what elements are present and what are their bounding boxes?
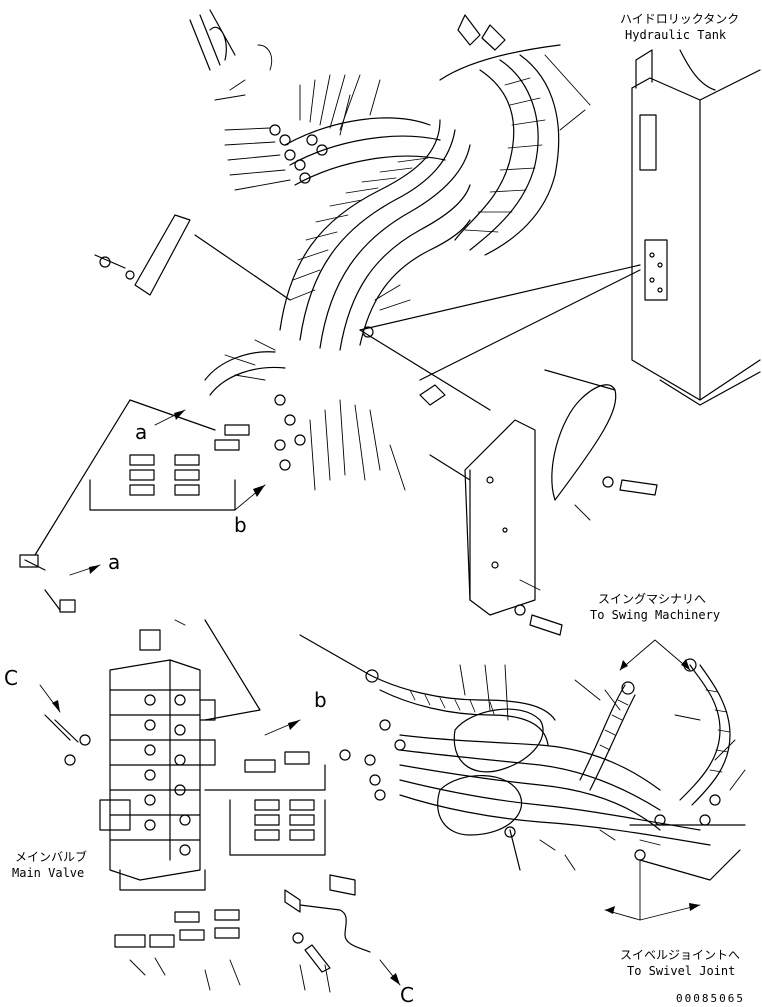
callout-c-left: C <box>4 666 18 690</box>
arrow-heads <box>52 410 700 985</box>
swivel-joint-label-jp: スイベルジョイントへ <box>620 948 741 962</box>
swivel-joint-label-en: To Swivel Joint <box>627 964 736 978</box>
valve-fittings <box>19 554 326 948</box>
main-valve <box>99 629 216 891</box>
swing-machinery-label-en: To Swing Machinery <box>590 608 721 622</box>
upper-fittings <box>189 9 506 471</box>
bundle-hatching <box>289 77 546 301</box>
main-valve-label-jp: メインバルブ <box>15 850 88 864</box>
callout-b-lower: b <box>314 688 327 712</box>
upper-hose-bundle <box>279 44 561 351</box>
lower-bundle-hatching <box>409 689 731 773</box>
callout-a-lower: a <box>108 550 121 574</box>
lower-hose-bundle <box>204 619 746 881</box>
left-fittings <box>89 351 286 511</box>
callout-c-bottom: C <box>400 983 414 1007</box>
main-valve-label-en: Main Valve <box>12 866 85 880</box>
swing-machinery-label-jp: スイングマシナリへ <box>598 592 707 606</box>
drawing-number: 00085065 <box>676 992 745 1005</box>
bracket-upper-left <box>94 214 291 301</box>
hydraulic-tank <box>631 49 761 406</box>
tie-rods <box>34 264 641 556</box>
plate-and-pedal <box>429 369 658 636</box>
hydraulic-tank-label-en: Hydraulic Tank <box>625 28 727 42</box>
lower-fittings <box>284 658 721 973</box>
hydraulic-tank-label-jp: ハイドロリックタンク <box>620 12 740 26</box>
callout-a-upper: a <box>135 420 148 444</box>
callout-b-upper: b <box>234 513 247 537</box>
